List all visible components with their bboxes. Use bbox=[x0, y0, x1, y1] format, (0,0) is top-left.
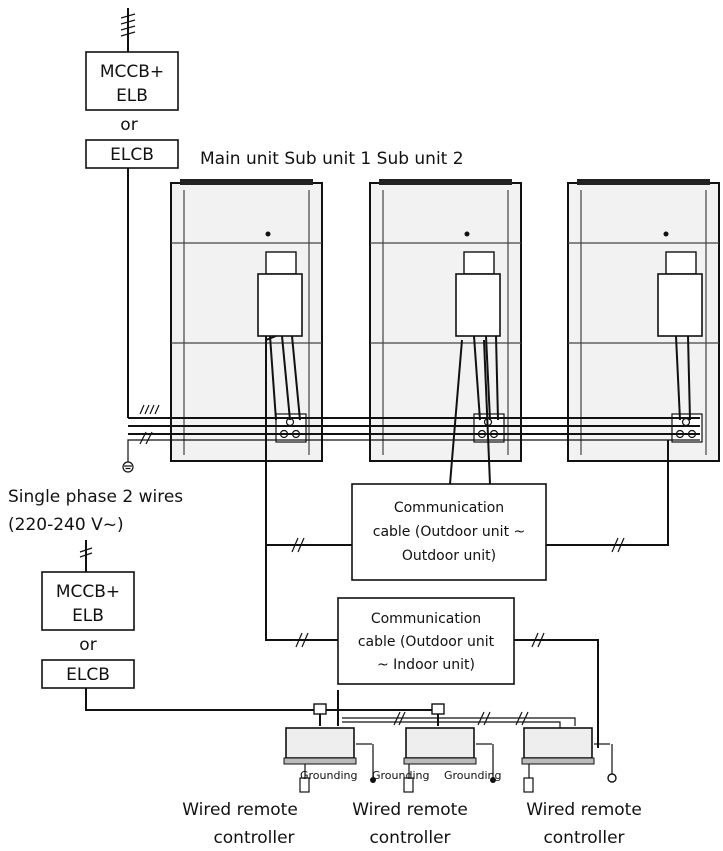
ground-icon bbox=[122, 461, 134, 473]
remote-label-1-line1: Wired remote bbox=[182, 800, 298, 820]
remote-label-1-line2: controller bbox=[213, 828, 294, 848]
indoor-breaker-label-top: MCCB+ bbox=[56, 582, 120, 602]
main-breaker-label-top: MCCB+ bbox=[100, 62, 164, 82]
remote-label-2-line1: Wired remote bbox=[352, 800, 468, 820]
indoor-unit-1 bbox=[283, 727, 376, 793]
main-elcb-box: ELCB bbox=[85, 139, 179, 169]
power-bus bbox=[128, 404, 700, 435]
indoor-unit-2 bbox=[403, 727, 496, 793]
remote-label-3-line2: controller bbox=[543, 828, 624, 848]
units-caption: Main unit Sub unit 1 Sub unit 2 bbox=[200, 149, 464, 169]
grounding-label-2: Grounding bbox=[372, 769, 429, 782]
comm-outdoor-line2: cable (Outdoor unit ~ bbox=[373, 524, 526, 540]
main-breaker-or: or bbox=[120, 115, 137, 135]
indoor-unit-3 bbox=[521, 727, 617, 793]
indoor-breaker-box: MCCB+ ELB bbox=[41, 571, 135, 631]
remote-label-3-line1: Wired remote bbox=[526, 800, 642, 820]
unit-internal-wires bbox=[269, 335, 691, 421]
indoor-elcb-label: ELCB bbox=[66, 665, 110, 685]
grounding-label-3: Grounding bbox=[444, 769, 501, 782]
comm-indoor-wiring bbox=[265, 335, 599, 748]
indoor-elcb-box: ELCB bbox=[41, 659, 135, 689]
indoor-power-feed bbox=[79, 540, 93, 572]
comm-indoor-line1: Communication bbox=[371, 611, 481, 627]
supply-label-line2: (220-240 V~) bbox=[8, 515, 124, 535]
grounding-label-1: Grounding bbox=[300, 769, 357, 782]
indoor-breaker-or: or bbox=[79, 635, 96, 655]
main-breaker-label-bottom: ELB bbox=[116, 86, 148, 106]
ground-line bbox=[127, 431, 700, 462]
comm-outdoor-line3: Outdoor unit) bbox=[402, 548, 496, 564]
outdoor-unit-sub-2 bbox=[567, 179, 720, 462]
comm-indoor-line3: ~ Indoor unit) bbox=[377, 657, 475, 673]
main-breaker-box: MCCB+ ELB bbox=[85, 51, 179, 111]
outdoor-unit-main bbox=[170, 179, 323, 462]
indoor-power-line bbox=[85, 688, 445, 726]
remote-label-2-line2: controller bbox=[369, 828, 450, 848]
comm-outdoor-box: Communication cable (Outdoor unit ~ Outd… bbox=[351, 483, 547, 581]
indoor-breaker-label-bottom: ELB bbox=[72, 606, 104, 626]
comm-indoor-box: Communication cable (Outdoor unit ~ Indo… bbox=[337, 597, 515, 685]
comm-indoor-line2: cable (Outdoor unit bbox=[358, 634, 495, 650]
indoor-comm-lines bbox=[337, 690, 576, 728]
comm-outdoor-line1: Communication bbox=[394, 500, 504, 516]
main-power-feed bbox=[120, 8, 136, 52]
supply-label-line1: Single phase 2 wires bbox=[8, 487, 183, 507]
main-elcb-label: ELCB bbox=[110, 145, 154, 165]
